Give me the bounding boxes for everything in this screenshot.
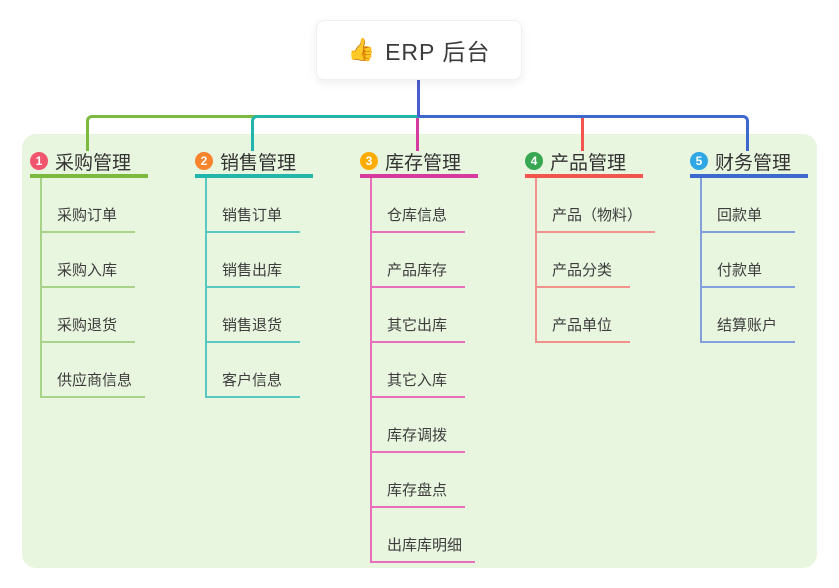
branch-3-child-1[interactable]: 仓库信息 [370, 178, 465, 233]
branch-3-header[interactable]: 3 库存管理 [360, 148, 478, 178]
connector-branch-3 [416, 117, 419, 151]
branch-4-child-2[interactable]: 产品分类 [535, 233, 630, 288]
branch-1-header[interactable]: 1 采购管理 [30, 148, 148, 178]
branch-3-child-4[interactable]: 其它入库 [370, 343, 465, 398]
root-node[interactable]: 👍 ERP 后台 [316, 20, 522, 80]
branches-panel [22, 134, 817, 568]
branch-2-number-badge: 2 [195, 152, 213, 170]
branch-2-child-2[interactable]: 销售出库 [205, 233, 300, 288]
branch-4-header[interactable]: 4 产品管理 [525, 148, 643, 178]
child-node-label: 采购退货 [57, 317, 118, 334]
branch-5-spine-line [700, 178, 702, 341]
branch-2: 2 销售管理销售订单销售出库销售退货客户信息 [195, 148, 345, 398]
branch-2-child-3[interactable]: 销售退货 [205, 288, 300, 343]
branch-1-child-3[interactable]: 采购退货 [40, 288, 135, 343]
child-node-label: 库存盘点 [387, 482, 448, 499]
branch-3-child-7[interactable]: 出库库明细 [370, 508, 476, 563]
child-node-label: 客户信息 [222, 372, 283, 389]
child-node-label: 销售出库 [222, 262, 283, 279]
branch-4-number-badge: 4 [525, 152, 543, 170]
branch-5-children: 回款单付款单结算账户 [700, 178, 839, 343]
child-node-label: 回款单 [717, 207, 763, 224]
child-node-label: 其它出库 [387, 317, 448, 334]
child-node-label: 库存调拨 [387, 427, 448, 444]
child-node-label: 采购入库 [57, 262, 118, 279]
branch-1-title: 采购管理 [55, 152, 132, 174]
child-node-label: 付款单 [717, 262, 763, 279]
branch-3-children: 仓库信息产品库存其它出库其它入库库存调拨库存盘点出库库明细 [370, 178, 510, 563]
branch-1-number-badge: 1 [30, 152, 48, 170]
branch-4-children: 产品（物料） 产品分类产品单位 [535, 178, 675, 343]
root-connector-line [417, 80, 420, 117]
branch-5-child-1[interactable]: 回款单 [700, 178, 795, 233]
branch-5-header[interactable]: 5 财务管理 [690, 148, 808, 178]
branch-3-child-2[interactable]: 产品库存 [370, 233, 465, 288]
branch-3-number-badge: 3 [360, 152, 378, 170]
branch-5-number-badge: 5 [690, 152, 708, 170]
child-node-label: 产品库存 [387, 262, 448, 279]
branch-1-spine-line [40, 178, 42, 396]
child-node-label: 销售订单 [222, 207, 283, 224]
thumbs-up-icon: 👍 [347, 37, 376, 62]
branch-1-child-4[interactable]: 供应商信息 [40, 343, 146, 398]
child-node-label: 采购订单 [57, 207, 118, 224]
connector-branch-5 [419, 115, 749, 151]
branch-1-children: 采购订单采购入库采购退货供应商信息 [40, 178, 180, 398]
child-node-label: 其它入库 [387, 372, 448, 389]
branch-3-child-5[interactable]: 库存调拨 [370, 398, 465, 453]
branch-5-child-2[interactable]: 付款单 [700, 233, 795, 288]
child-node-label: 产品分类 [552, 262, 613, 279]
branch-3: 3 库存管理仓库信息产品库存其它出库其它入库库存调拨库存盘点出库库明细 [360, 148, 510, 563]
branch-4-spine-line [535, 178, 537, 341]
branch-2-title: 销售管理 [220, 152, 297, 174]
child-node-label: 产品（物料） [552, 207, 643, 224]
branch-1: 1 采购管理采购订单采购入库采购退货供应商信息 [30, 148, 180, 398]
branch-4-title: 产品管理 [550, 152, 627, 174]
branch-5-child-3[interactable]: 结算账户 [700, 288, 795, 343]
child-node-label: 出库库明细 [387, 537, 463, 554]
child-node-label: 销售退货 [222, 317, 283, 334]
branch-2-children: 销售订单销售出库销售退货客户信息 [205, 178, 345, 398]
connector-branch-4 [581, 117, 584, 151]
branch-4: 4 产品管理产品（物料） 产品分类产品单位 [525, 148, 675, 343]
branch-2-child-4[interactable]: 客户信息 [205, 343, 300, 398]
child-node-label: 结算账户 [717, 317, 778, 334]
connector-branch-2 [251, 115, 419, 151]
branch-3-child-6[interactable]: 库存盘点 [370, 453, 465, 508]
branch-1-child-1[interactable]: 采购订单 [40, 178, 135, 233]
branch-2-child-1[interactable]: 销售订单 [205, 178, 300, 233]
branch-4-child-1[interactable]: 产品（物料） [535, 178, 656, 233]
child-node-label: 供应商信息 [57, 372, 133, 389]
branch-4-child-3[interactable]: 产品单位 [535, 288, 630, 343]
branch-1-child-2[interactable]: 采购入库 [40, 233, 135, 288]
branch-5-title: 财务管理 [715, 152, 792, 174]
branch-2-header[interactable]: 2 销售管理 [195, 148, 313, 178]
child-node-label: 仓库信息 [387, 207, 448, 224]
branch-2-spine-line [205, 178, 207, 396]
root-node-label: ERP 后台 [385, 39, 491, 65]
branch-3-title: 库存管理 [385, 152, 462, 174]
child-node-label: 产品单位 [552, 317, 613, 334]
branch-3-spine-line [370, 178, 372, 561]
branch-5: 5 财务管理回款单付款单结算账户 [690, 148, 839, 343]
branch-3-child-3[interactable]: 其它出库 [370, 288, 465, 343]
